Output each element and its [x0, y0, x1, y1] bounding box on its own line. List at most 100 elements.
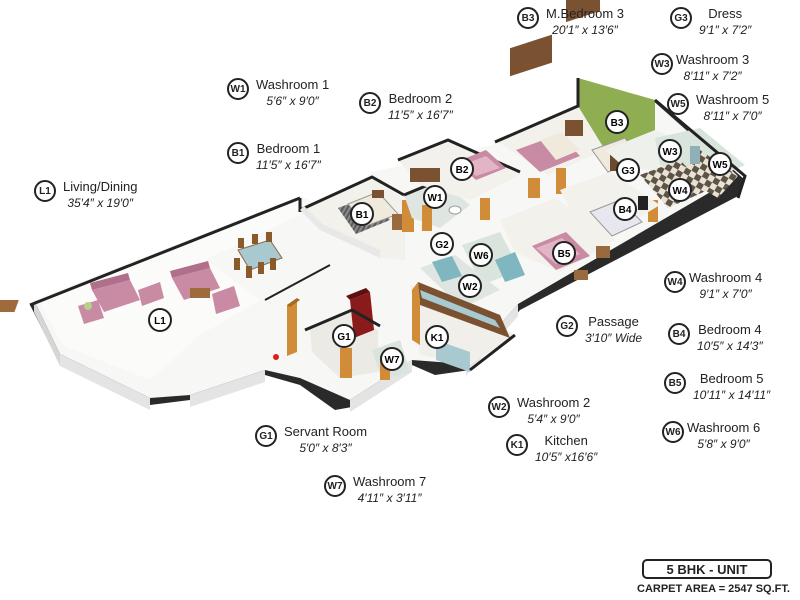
svg-text:W1: W1 — [428, 193, 443, 204]
svg-text:W2: W2 — [463, 282, 478, 293]
svg-text:W6: W6 — [474, 251, 489, 262]
legend-badge: B2 — [359, 92, 381, 114]
legend-room-size: 10′5″ x 14′3″ — [697, 339, 763, 353]
legend-room-name: Washroom 1 — [256, 77, 330, 92]
svg-text:W3: W3 — [663, 147, 678, 158]
legend-room-size: 10′5″ x16′6″ — [535, 450, 598, 464]
legend-badge: W7 — [324, 475, 346, 497]
sofa-set-2 — [170, 261, 240, 314]
legend-room-name: Living/Dining — [63, 179, 138, 194]
marker-w4: W4 — [668, 178, 692, 202]
legend-badge: B5 — [664, 372, 686, 394]
legend-room-size: 3′10″ Wide — [585, 331, 643, 345]
legend-room-name: Bedroom 4 — [698, 322, 762, 337]
legend-room-name: Kitchen — [544, 433, 588, 448]
legend-room-name: Washroom 4 — [689, 270, 763, 285]
marker-w3: W3 — [658, 139, 682, 163]
legend-room-size: 11′5″ x 16′7″ — [388, 108, 453, 122]
svg-text:L1: L1 — [154, 316, 166, 327]
legend-room-size: 9′1″ x 7′2″ — [699, 23, 752, 37]
legend-room-size: 5′4″ x 9′0″ — [527, 412, 580, 426]
svg-text:B3: B3 — [611, 118, 624, 129]
svg-text:G1: G1 — [337, 332, 351, 343]
legend-w5: W5 Washroom 5 8′11″ x 7′0″ — [667, 92, 769, 124]
unit-type-label: 5 BHK - UNIT — [642, 559, 772, 579]
legend-room-name: Washroom 5 — [696, 92, 770, 107]
svg-text:B1: B1 — [356, 210, 369, 221]
legend-w2: W2 Washroom 2 5′4″ x 9′0″ — [488, 395, 590, 427]
legend-g1: G1 Servant Room 5′0″ x 8′3″ — [255, 424, 367, 456]
legend-badge: W5 — [667, 93, 689, 115]
legend-badge: B3 — [517, 7, 539, 29]
svg-text:K1: K1 — [431, 333, 444, 344]
room-markers: B3 G3 W3 W1 B2 W5 B1 L1 W4 G2 B4 B5 W2 W… — [148, 110, 732, 371]
svg-text:W7: W7 — [385, 355, 400, 366]
legend-room-size: 11′5″ x 16′7″ — [256, 158, 321, 172]
legend-room-name: Servant Room — [284, 424, 368, 439]
marker-b2: B2 — [450, 157, 474, 181]
legend-room-name: Washroom 7 — [353, 474, 427, 489]
legend-badge: W4 — [664, 271, 686, 293]
legend-room-size: 9′1″ x 7′0″ — [699, 287, 752, 301]
marker-b3: B3 — [605, 110, 629, 134]
marker-w2: W2 — [458, 274, 482, 298]
marker-g1: G1 — [332, 324, 356, 348]
legend-room-name: Washroom 6 — [687, 420, 761, 435]
svg-text:B2: B2 — [456, 165, 469, 176]
marker-w6: W6 — [469, 243, 493, 267]
legend-k1: K1 Kitchen 10′5″ x16′6″ — [506, 433, 597, 465]
marker-b5: B5 — [552, 241, 576, 265]
legend-room-name: M.Bedroom 3 — [546, 6, 625, 21]
legend-room-name: Dress — [708, 6, 743, 21]
legend-w4: W4 Washroom 4 9′1″ x 7′0″ — [664, 270, 762, 302]
marker-w7: W7 — [380, 347, 404, 371]
marker-w1: W1 — [423, 185, 447, 209]
legend-badge: G2 — [556, 315, 578, 337]
legend-badge: W6 — [662, 421, 684, 443]
legend-room-size: 5′8″ x 9′0″ — [697, 437, 750, 451]
svg-text:W5: W5 — [713, 160, 728, 171]
legend-g2: G2 Passage 3′10″ Wide — [556, 314, 642, 346]
legend-room-size: 20′1″ x 13′6″ — [552, 23, 618, 37]
svg-text:B5: B5 — [558, 249, 571, 260]
master-bedroom-3-zone — [494, 78, 655, 175]
main-door — [273, 298, 300, 360]
legend-badge: B1 — [227, 142, 249, 164]
svg-text:G2: G2 — [435, 240, 449, 251]
marker-g2: G2 — [430, 232, 454, 256]
legend-room-name: Passage — [588, 314, 639, 329]
marker-l1: L1 — [148, 308, 172, 332]
sofa-set-1 — [0, 273, 164, 324]
legend-room-size: 35′4″ x 19′0″ — [67, 196, 134, 210]
legend-badge: W2 — [488, 396, 510, 418]
legend-badge: G1 — [255, 425, 277, 447]
legend-room-name: Bedroom 1 — [256, 141, 321, 156]
svg-text:B4: B4 — [619, 205, 632, 216]
legend-badge: B4 — [668, 323, 690, 345]
marker-b4: B4 — [613, 197, 637, 221]
legend-room-size: 10′11″ x 14′11″ — [693, 388, 771, 402]
legend-w6: W6 Washroom 6 5′8″ x 9′0″ — [662, 420, 760, 452]
svg-text:W4: W4 — [673, 186, 688, 197]
svg-text:G3: G3 — [621, 166, 635, 177]
legend-room-size: 8′11″ x 7′0″ — [703, 109, 762, 123]
legend-badge: L1 — [34, 180, 56, 202]
legend-room-name: Washroom 3 — [676, 52, 750, 67]
legend-room-size: 5′0″ x 8′3″ — [299, 441, 352, 455]
legend-room-size: 4′11″ x 3′11″ — [357, 491, 422, 505]
legend-b4: B4 Bedroom 4 10′5″ x 14′3″ — [668, 322, 763, 354]
marker-w5: W5 — [708, 152, 732, 176]
legend-room-size: 5′6″ x 9′0″ — [266, 94, 319, 108]
legend-room-name: Washroom 2 — [517, 395, 591, 410]
living-dining-zone — [0, 196, 331, 380]
legend-l1: L1 Living/Dining 35′4″ x 19′0″ — [34, 179, 137, 211]
dining-table — [234, 232, 283, 278]
marker-k1: K1 — [425, 325, 449, 349]
legend-badge: K1 — [506, 434, 528, 456]
